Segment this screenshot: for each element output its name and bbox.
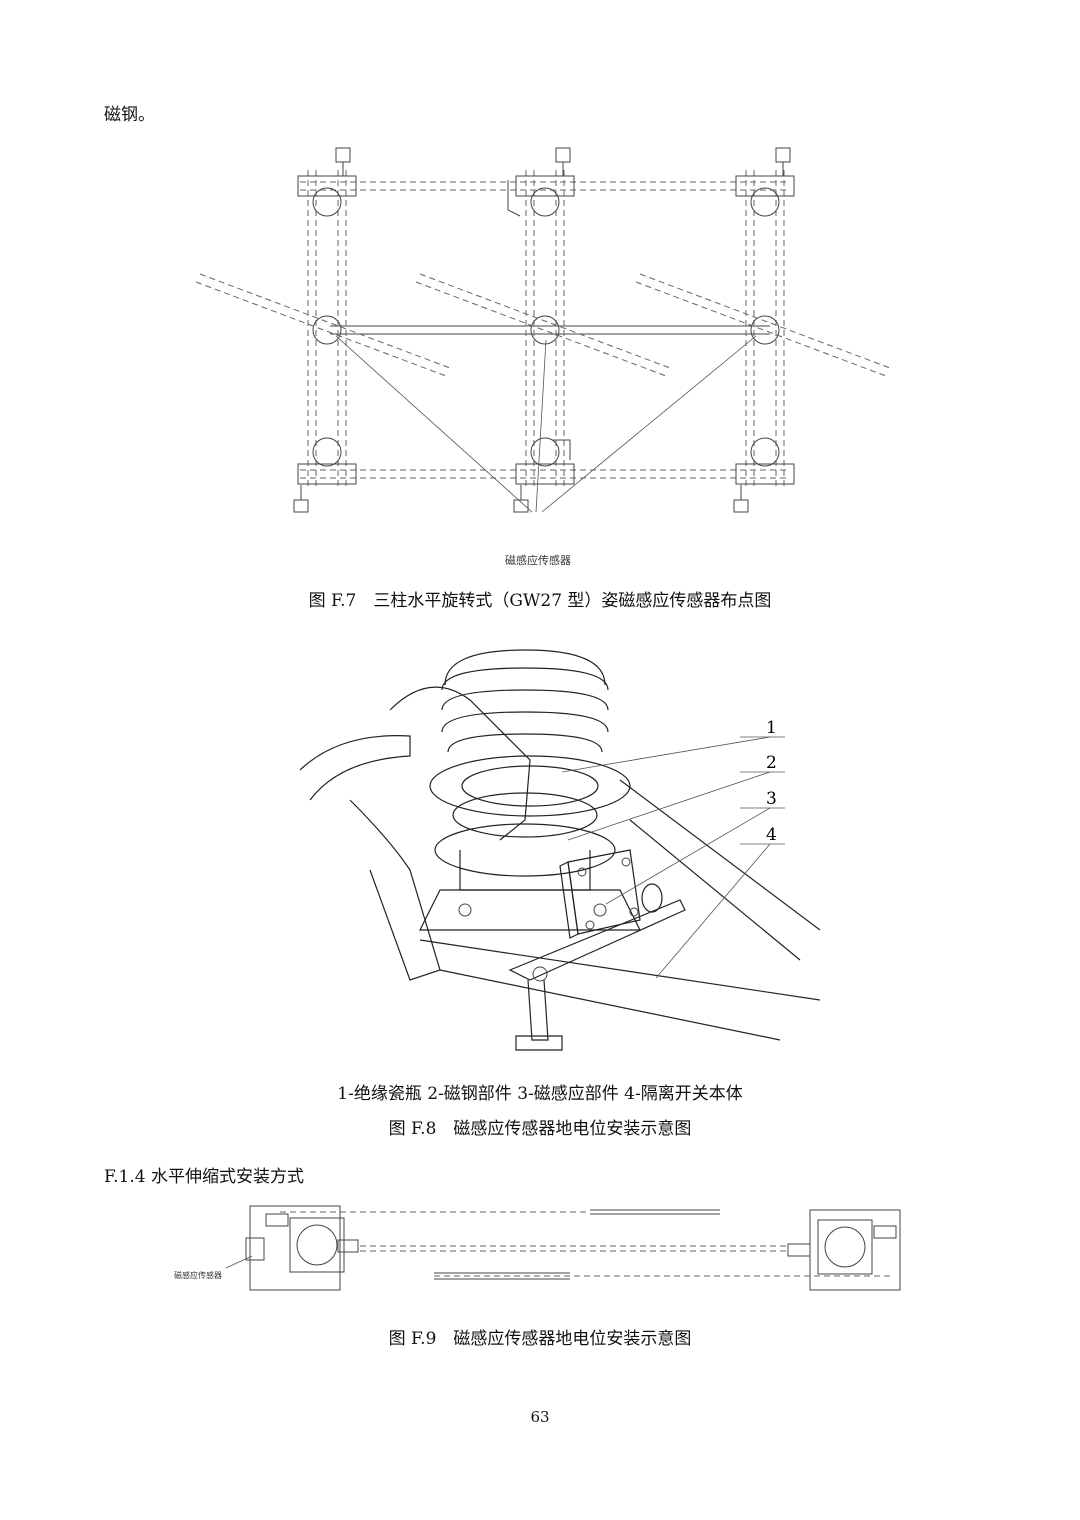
figure-f8-callout-4: 4 xyxy=(766,825,777,845)
figure-f8-callout-2: 2 xyxy=(766,753,777,773)
figure-f9-caption: 图 F.9 磁感应传感器地电位安装示意图 xyxy=(388,1329,692,1349)
figure-f7-callout-label: 磁感应传感器 xyxy=(505,553,571,567)
figure-f8-caption: 图 F.8 磁感应传感器地电位安装示意图 xyxy=(388,1119,692,1139)
figure-f8-callout-1: 1 xyxy=(766,718,777,738)
figure-f9-callout-label: 磁感应传感器 xyxy=(174,1270,222,1280)
section-heading: F.1.4 水平伸缩式安装方式 xyxy=(104,1167,304,1187)
figure-f7-drawing: 磁感应传感器 xyxy=(195,147,891,567)
intro-text: 磁钢。 xyxy=(104,105,155,125)
figure-f8-drawing: 1 2 3 4 xyxy=(300,649,820,1051)
figure-f8-callout-3: 3 xyxy=(766,789,777,809)
figure-f8-legend: 1-绝缘瓷瓶 2-磁钢部件 3-磁感应部件 4-隔离开关本体 xyxy=(337,1084,743,1104)
figure-f9-drawing: 磁感应传感器 xyxy=(174,1205,901,1291)
page-number: 63 xyxy=(530,1408,550,1426)
figure-f7-caption: 图 F.7 三柱水平旋转式（GW27 型）姿磁感应传感器布点图 xyxy=(308,591,772,611)
